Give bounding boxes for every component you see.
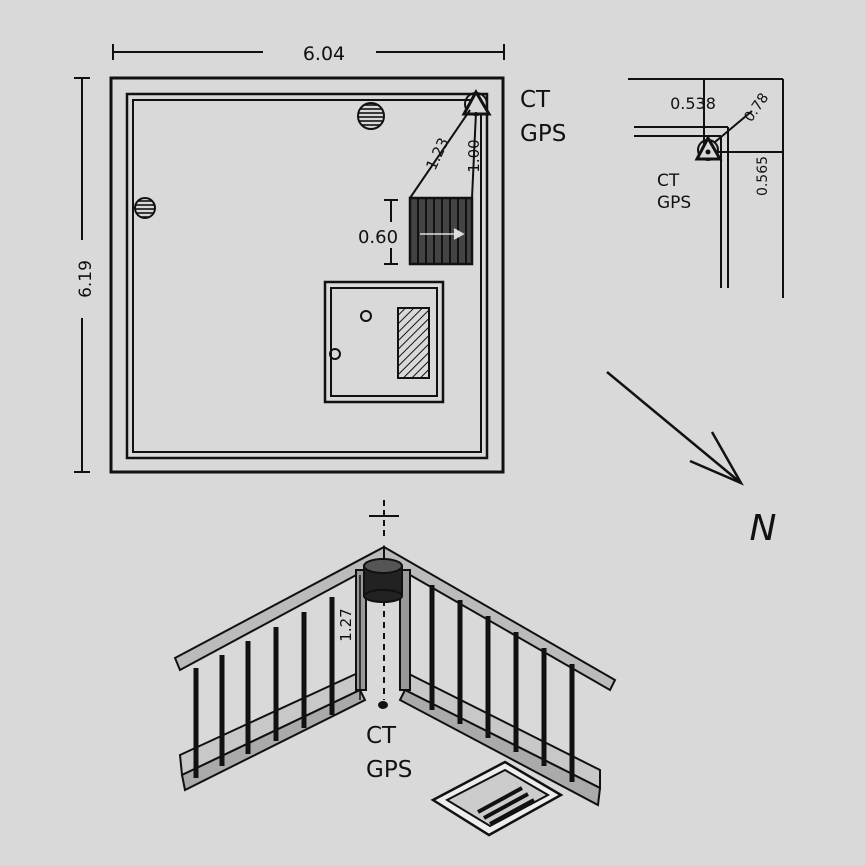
offset-line-diag — [409, 109, 471, 199]
right-railing-top — [383, 545, 617, 692]
detail-dim-diag: 0.78 — [741, 90, 772, 125]
station-label-line2: GPS — [520, 121, 566, 147]
height-dimension — [74, 77, 90, 473]
hatched-equipment — [397, 307, 430, 379]
detail-view — [628, 78, 784, 298]
offset-diag-label: 1.23 — [422, 135, 452, 173]
room-point-1 — [360, 310, 372, 322]
left-balusters — [193, 597, 335, 778]
gps-antenna-icon — [363, 558, 403, 603]
plan-view — [74, 44, 505, 474]
box-dimension-label: 0.60 — [358, 227, 398, 248]
north-arrow-icon — [606, 371, 744, 486]
perspective-view — [173, 500, 617, 837]
right-balusters — [429, 585, 575, 782]
detail-station-triangle-icon — [694, 134, 723, 161]
width-dimension — [112, 44, 505, 60]
offset-vert-label: 1.00 — [465, 139, 483, 172]
perspective-station-line2: GPS — [366, 757, 412, 783]
box-dimension — [384, 199, 398, 265]
plan-width-label: 6.04 — [303, 43, 345, 65]
inner-wall-2 — [132, 99, 482, 453]
inner-wall-1 — [125, 92, 489, 460]
plan-height-label: 6.19 — [76, 260, 96, 298]
arrow-icon — [420, 228, 465, 240]
floor-vent-icon — [430, 760, 564, 837]
inner-room-inner — [330, 287, 438, 397]
detail-station-line2: GPS — [657, 193, 691, 213]
vent-top — [357, 102, 385, 130]
perspective-station-line1: CT — [366, 723, 397, 749]
station-label-line1: CT — [520, 87, 551, 113]
offset-line-vert — [471, 111, 477, 199]
vent-left — [134, 197, 156, 219]
room-point-2 — [329, 348, 341, 360]
north-label: N — [750, 508, 777, 549]
inner-room-outer — [323, 280, 445, 404]
detail-station-line1: CT — [657, 171, 680, 191]
perspective-height-label: 1.27 — [337, 608, 355, 641]
outer-wall — [109, 76, 505, 474]
detail-dim-top: 0.538 — [670, 94, 716, 113]
detail-dim-side: 0.565 — [755, 156, 771, 196]
instrument-box — [408, 196, 474, 266]
